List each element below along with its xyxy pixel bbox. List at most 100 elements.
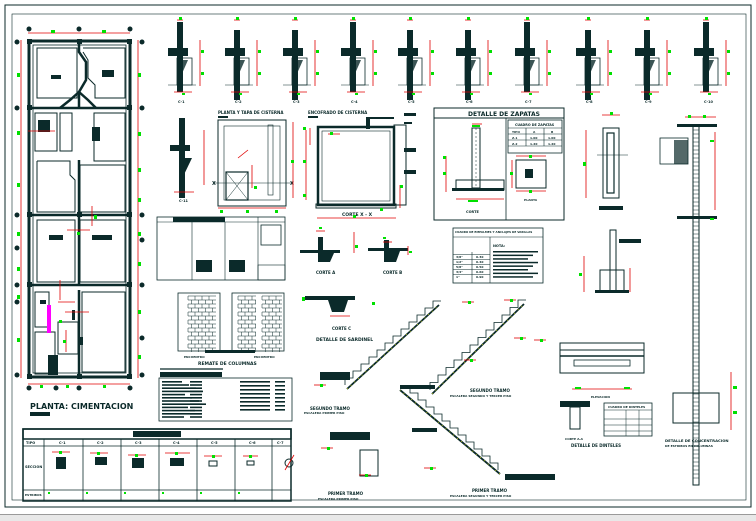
plan-title: PLANTA: CIMENTACION [30, 402, 133, 411]
column-header: C-3 [135, 441, 142, 445]
section-label: C-2 [235, 100, 242, 104]
footing-detail: DETALLE DE ZAPATAS CUADRO DE ZAPATAS TIP… [433, 107, 565, 221]
rebar-diameter: 5/8" [456, 265, 463, 269]
svg-text:ELEVACION: ELEVACION [591, 395, 610, 399]
columns-row-section: SECCION [25, 465, 42, 469]
svg-text:1.00: 1.00 [548, 136, 555, 140]
foundation-plan [14, 26, 145, 391]
column-section-detail [579, 112, 641, 293]
svg-text:CUADRO DE ZAPATAS: CUADRO DE ZAPATAS [515, 123, 555, 127]
rebar-length: 0.30 [476, 255, 483, 259]
technical-specifications [158, 372, 293, 422]
svg-text:ENCOFRADO DE CISTERNA: ENCOFRADO DE CISTERNA [308, 110, 368, 115]
rebar-length: 0.90 [476, 275, 483, 279]
svg-text:CORTE X - X: CORTE X - X [342, 212, 373, 218]
stair-details [314, 299, 555, 480]
section-label: C-7 [525, 100, 532, 104]
svg-text:SEGUNDO TRAMO: SEGUNDO TRAMO [310, 406, 350, 411]
lintel-title: DETALLE DE DINTELES [571, 443, 621, 448]
stair-steps [402, 385, 499, 470]
stair-slab [431, 303, 525, 395]
svg-text:PLANTA: PLANTA [524, 198, 538, 202]
curb-title: DETALLE DE SARDINEL [316, 337, 373, 343]
columns-row-stirrups: ESTRIBOS [25, 493, 42, 497]
rebar-length: 0.50 [476, 265, 483, 269]
svg-text:Z-2: Z-2 [512, 142, 517, 146]
foundation-section: C-10 [694, 17, 730, 104]
svg-text:CORTE A: CORTE A [316, 270, 336, 275]
status-bar [0, 514, 756, 521]
foundation-section: C-5 [398, 17, 434, 104]
svg-text:CORTE B: CORTE B [383, 270, 402, 275]
svg-text:ESCALERA SEGUNDO Y TERCER PISO: ESCALERA SEGUNDO Y TERCER PISO [450, 494, 512, 498]
foundation-section: C-7 [515, 17, 551, 104]
svg-text:NOTA:: NOTA: [493, 244, 506, 248]
column-header: C-6 [249, 441, 256, 445]
svg-text:B: B [551, 130, 554, 134]
svg-text:CUADRO DE DINTELES: CUADRO DE DINTELES [608, 405, 645, 409]
foundation-section: C-9 [635, 17, 671, 104]
svg-text:ENCUENTRO: ENCUENTRO [254, 355, 275, 359]
column-header: C-5 [211, 441, 218, 445]
highlighted-element [47, 305, 51, 333]
svg-text:CUADRO DE EMPALMES Y ANCLAJES: CUADRO DE EMPALMES Y ANCLAJES DE VARILLA… [455, 230, 532, 234]
section-label: C-5 [408, 100, 415, 104]
rebar-diameter: 3/4" [456, 270, 463, 274]
foundation-section: C-4 [341, 17, 377, 104]
svg-text:DE ESTRIBOS EN COLUMNAS: DE ESTRIBOS EN COLUMNAS [665, 444, 713, 448]
svg-text:PRIMER TRAMO: PRIMER TRAMO [472, 488, 508, 493]
rebar-splice-table: CUADRO DE EMPALMES Y ANCLAJES DE VARILLA… [452, 227, 544, 284]
foundation-section: C-2 [225, 17, 261, 104]
sheet-border [4, 4, 752, 508]
section-label: C-8 [586, 100, 593, 104]
foundation-section: C-8 [576, 17, 612, 104]
section-label: C-9 [645, 100, 652, 104]
plan-scale-block [30, 412, 50, 416]
svg-text:A: A [533, 130, 536, 134]
foundation-section: C-11 [170, 118, 205, 203]
svg-text:TIPO: TIPO [512, 130, 520, 134]
stirrup-concentration-detail: DETALLE DE CONCENTRACION DE ESTRIBOS EN … [659, 115, 737, 486]
stair-steps [429, 299, 526, 390]
svg-text:ENCUENTRO: ENCUENTRO [184, 355, 205, 359]
foundation-section: C-1 [168, 17, 204, 104]
curb-details: CORTE A CORTE B CORTE C DETALLE DE SARDI… [300, 227, 412, 343]
cistern-section: ENCOFRADO DE CISTERNA CORTE X - X [303, 110, 416, 219]
svg-text:PLANTA Y TAPA DE CISTERNA: PLANTA Y TAPA DE CISTERNA [218, 110, 284, 115]
columns-row-type: TIPO [26, 441, 35, 445]
section-label: C-10 [704, 100, 714, 104]
section-label: C-4 [351, 100, 358, 104]
foundation-section: C-6 [456, 17, 492, 104]
svg-text:1.20: 1.20 [530, 142, 537, 146]
svg-text:CORTE C: CORTE C [332, 326, 351, 331]
footing-title: DETALLE DE ZAPATAS [468, 111, 540, 118]
inner-border [11, 13, 747, 501]
column-header: C-4 [173, 441, 180, 445]
svg-text:SEGUNDO TRAMO: SEGUNDO TRAMO [470, 388, 510, 393]
svg-text:ESCALERA PRIMER PISO: ESCALERA PRIMER PISO [318, 497, 359, 501]
svg-text:1.00: 1.00 [530, 136, 537, 140]
svg-text:1.20: 1.20 [548, 142, 555, 146]
lintel-detail: ELEVACION CORTE A-A DETALLE DE DINTELES … [559, 342, 653, 448]
stirrup-detail-title: DETALLE DE CONCENTRACION [665, 438, 729, 443]
rebar-length: 0.60 [476, 270, 483, 274]
svg-text:X: X [212, 181, 216, 187]
rebar-length: 0.40 [476, 260, 483, 264]
svg-text:Z-1: Z-1 [512, 136, 517, 140]
section-label: C-6 [466, 100, 473, 104]
columns-table: TIPO SECCION ESTRIBOS C-1 C-2 C-3 C-4 C-… [22, 428, 295, 502]
column-header: C-2 [97, 441, 104, 445]
column-header: C-1 [59, 441, 66, 445]
column-finish-detail: ENCUENTRO ENCUENTRO REMATE DE COLUMNAS [156, 216, 286, 370]
svg-text:ESCALERA SEGUNDO Y TERCER PISO: ESCALERA SEGUNDO Y TERCER PISO [450, 394, 512, 398]
section-label: C-1 [178, 100, 185, 104]
section-label: C-11 [179, 199, 189, 203]
stair-steps [344, 300, 441, 385]
svg-text:PRIMER TRAMO: PRIMER TRAMO [328, 491, 364, 496]
svg-text:ESCALERA PRIMER PISO: ESCALERA PRIMER PISO [304, 411, 345, 415]
svg-text:CORTE A-A: CORTE A-A [565, 437, 584, 441]
column-finish-title: REMATE DE COLUMNAS [198, 361, 257, 367]
column-header: C-7 [277, 441, 284, 445]
